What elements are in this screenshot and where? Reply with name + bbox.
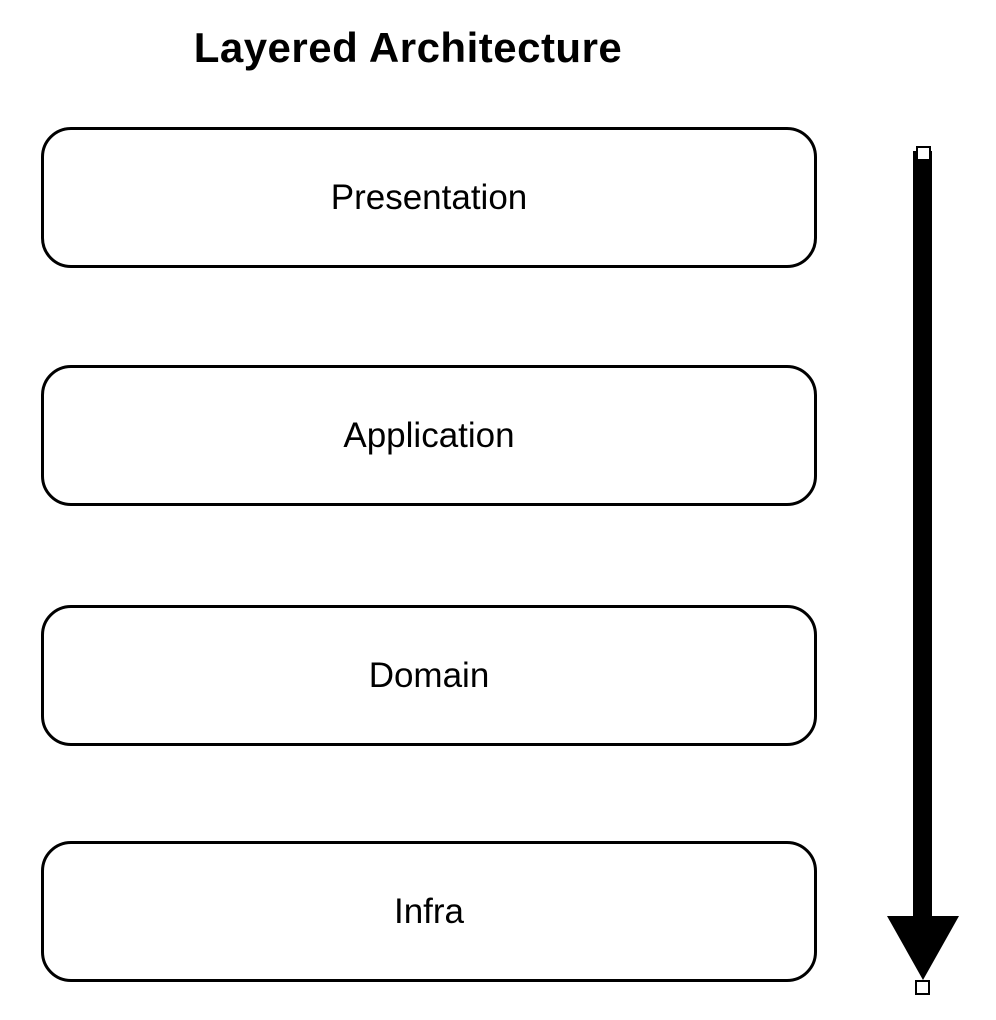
layer-box-domain[interactable]: Domain	[41, 605, 817, 746]
layer-box-presentation[interactable]: Presentation	[41, 127, 817, 268]
arrow-top-handle[interactable]	[916, 146, 931, 161]
down-arrow-shaft[interactable]	[913, 151, 932, 919]
down-arrow-head[interactable]	[887, 916, 959, 980]
layer-label-application: Application	[343, 415, 515, 455]
layer-label-presentation: Presentation	[330, 177, 528, 217]
layer-label-infra: Infra	[393, 891, 465, 931]
layer-box-infra[interactable]: Infra	[41, 841, 817, 982]
arrow-bottom-handle[interactable]	[915, 980, 930, 995]
layer-box-application[interactable]: Application	[41, 365, 817, 506]
down-arrow[interactable]	[880, 140, 970, 1006]
layer-label-domain: Domain	[368, 655, 490, 695]
diagram-title: Layered Architecture	[193, 24, 623, 71]
